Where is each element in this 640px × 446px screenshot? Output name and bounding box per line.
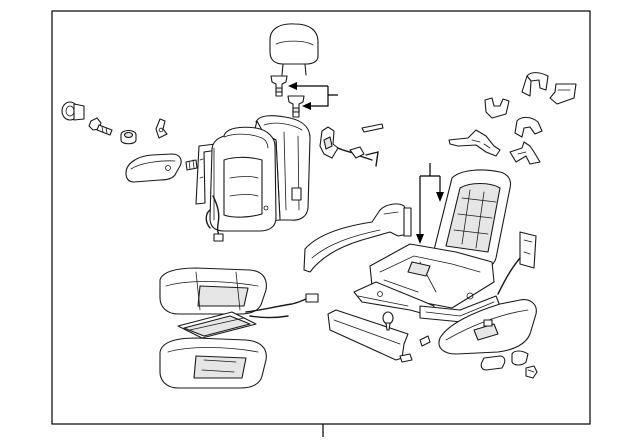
frame-bracket[interactable]	[448, 129, 501, 157]
side-shield-clip-d[interactable]	[514, 116, 543, 138]
side-shield-clip-b[interactable]	[549, 83, 577, 105]
seat-cushion-pad[interactable]	[159, 337, 267, 389]
headrest[interactable]	[269, 23, 319, 76]
recliner-cover-plug[interactable]	[61, 101, 85, 121]
seat-cushion-cover[interactable]	[159, 267, 267, 315]
armrest[interactable]	[125, 153, 182, 183]
armrest-stud[interactable]	[185, 159, 198, 171]
seatback-clip[interactable]	[155, 118, 168, 139]
cushion-harness[interactable]	[245, 293, 319, 319]
cushion-heater[interactable]	[177, 311, 257, 339]
side-shield-clip[interactable]	[521, 72, 549, 97]
wire-clip[interactable]	[419, 335, 431, 347]
seatback-harness[interactable]	[205, 195, 224, 242]
headrest-guide-free[interactable]	[287, 95, 305, 118]
bolt[interactable]	[88, 117, 113, 136]
seat-frame-assembly[interactable]	[353, 169, 512, 323]
inner-shield-cap[interactable]	[382, 311, 394, 331]
diagram-frame	[51, 10, 591, 425]
headrest-guide-locked[interactable]	[270, 75, 288, 97]
lumbar-bracket[interactable]	[319, 126, 339, 159]
knob-cap[interactable]	[480, 355, 506, 371]
side-shield-clip-c[interactable]	[484, 97, 510, 119]
grommet[interactable]	[120, 129, 137, 145]
seat-belt-guide[interactable]	[497, 231, 537, 295]
seat-frame-leader	[416, 163, 444, 244]
front-cover[interactable]	[327, 309, 413, 363]
outer-side-shield[interactable]	[303, 203, 412, 273]
side-shield-clip-e[interactable]	[509, 141, 541, 165]
knob-cap-b[interactable]	[511, 350, 529, 366]
seatback-cover[interactable]	[209, 126, 277, 232]
inner-side-shield[interactable]	[438, 299, 537, 355]
screw[interactable]	[525, 365, 538, 379]
lumbar-cable[interactable]	[337, 123, 384, 167]
headrest-guide-leader	[288, 82, 338, 110]
